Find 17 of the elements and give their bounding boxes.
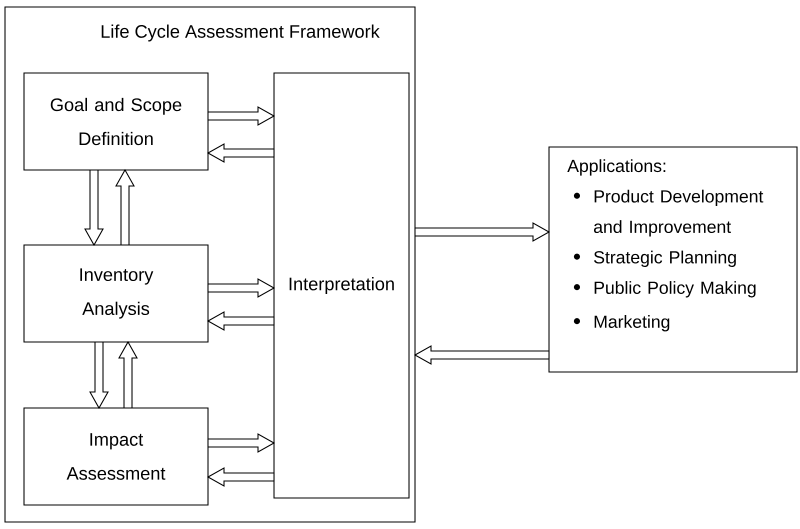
hollow-arrow (118, 340, 138, 409)
hollow-arrow (414, 222, 550, 242)
process-box: Goal and Scope Definition (23, 72, 209, 171)
hollow-arrow (206, 143, 275, 163)
process-box: Interpretation (273, 72, 410, 499)
process-box: Inventory Analysis (23, 244, 209, 343)
hollow-arrow (89, 341, 109, 410)
hollow-arrow (414, 345, 550, 365)
hollow-arrow (84, 169, 104, 246)
hollow-arrow (206, 311, 275, 331)
applications-box: Applications: Product Development and Improvement Strategic Planning Public Policy Making Marketing (548, 146, 798, 373)
hollow-arrow (207, 278, 276, 298)
hollow-arrow (206, 467, 275, 487)
hollow-arrow (207, 106, 276, 126)
hollow-arrow (115, 168, 135, 246)
hollow-arrow (207, 433, 276, 453)
process-box: Impact Assessment (23, 407, 209, 506)
